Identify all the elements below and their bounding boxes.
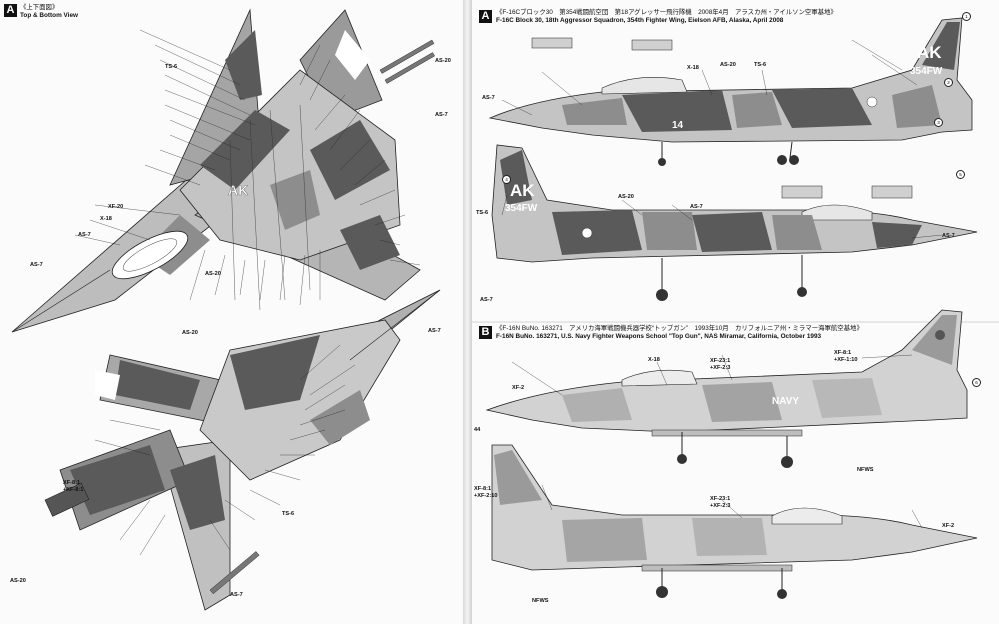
label-as20-bottom: AS-20: [182, 330, 198, 336]
caption-jp-top-bottom: 《上下面図》: [20, 4, 59, 11]
f16c-label-as7-right: AS-7: [690, 204, 703, 210]
f16n-left-profile: NAVY: [485, 309, 968, 468]
left-page-top-bottom-view: A 《上下面図》 Top & Bottom View AK: [0, 0, 463, 624]
f16c-side-number: 14: [672, 120, 684, 131]
section-badge-a-left: A: [4, 4, 17, 17]
caption-en-top-bottom: Top & Bottom View: [20, 12, 78, 19]
f16c-label-as7-nose: AS-7: [482, 95, 495, 101]
callout-marker: 4: [502, 175, 511, 184]
caption-en-section-a: F-16C Block 30, 18th Aggressor Squadron,…: [496, 17, 784, 24]
label-as20-tail: AS-20: [10, 578, 26, 584]
f16n-label-xf2: XF-2: [512, 385, 525, 391]
label-as7-bottom-nose: AS-7: [428, 328, 441, 334]
f16c-right-tail-wing: 354FW: [505, 203, 538, 214]
f16n-label-xf2-right: XF-2: [942, 523, 955, 529]
caption-jp-section-a: 《F-16Cブロック30 第354戦闘航空団 第18アグレッサー飛行隊機 200…: [496, 9, 837, 16]
caption-jp-section-b: 《F-16N BuNo. 163271 アメリカ海軍戦闘機兵器学校“トップガン”…: [496, 325, 863, 332]
f16n-label-xf23: XF-23:1: [710, 358, 731, 364]
label-xf81: XF-8:1: [63, 480, 81, 486]
f16c-label-x18: X-18: [687, 65, 699, 71]
caption-en-section-b: F-16N BuNo. 163271, U.S. Navy Fighter We…: [496, 333, 822, 340]
f16n-right-profile: [491, 444, 978, 599]
side-views-drawing: AK 354FW 14 AK 354FW: [472, 17, 999, 599]
f16n-label-xf81-tail: XF-8:1: [474, 486, 492, 492]
top-view-aircraft: AK: [11, 8, 435, 333]
callout-marker: 3: [934, 118, 943, 127]
label-ts6-top: TS-6: [165, 64, 178, 70]
f16n-fuselage-text: NAVY: [772, 396, 799, 407]
f16c-label-as7-tail-right: AS-7: [480, 297, 493, 303]
label-ts6-bottom: TS-6: [282, 511, 295, 517]
section-badge-a: A: [479, 10, 492, 23]
f16n-tail-text-right: NFWS: [532, 598, 549, 604]
f16c-label-as20: AS-20: [720, 62, 736, 68]
label-as7-nose: AS-7: [78, 232, 91, 238]
label-as7-wingtip: AS-7: [230, 592, 243, 598]
top-view-leader-lines: [74, 29, 421, 306]
f16c-label-ts6: TS-6: [754, 62, 767, 68]
f16n-label-xf81d-tail: +XF-2:10: [474, 493, 498, 499]
f16n-label-xf23-right: XF-23:1: [710, 496, 731, 502]
f16n-label-44: 44: [474, 427, 481, 433]
right-page-side-views: A 《F-16Cブロック30 第354戦闘航空団 第18アグレッサー飛行隊機 2…: [472, 0, 999, 624]
bottom-view-leader-lines: [94, 344, 356, 556]
top-view-tail-code: AK: [228, 182, 248, 198]
f16c-label-as20-right: AS-20: [618, 194, 634, 200]
callout-marker: 1: [962, 12, 971, 21]
label-as20-mid: AS-20: [205, 271, 221, 277]
top-bottom-view-drawing: AK: [11, 8, 441, 611]
label-as7-top-right: AS-7: [435, 112, 448, 118]
f16c-label-ts6-tail: TS-6: [476, 210, 489, 216]
f16c-tail-wing: 354FW: [910, 66, 943, 77]
side-view-leader-lines: [501, 39, 943, 529]
callout-marker: 6: [972, 378, 981, 387]
callout-marker: 2: [944, 78, 953, 87]
label-xf83: +XF-8:1: [63, 487, 84, 493]
f16n-label-xf81b: +XF-1:10: [834, 357, 858, 363]
f16n-tail-text: NFWS: [857, 467, 874, 473]
section-badge-b: B: [479, 326, 492, 339]
label-as20-top-right: AS-20: [435, 58, 451, 64]
f16c-label-as7-nose-right: AS-7: [942, 233, 955, 239]
f16c-right-profile: AK 354FW: [491, 144, 978, 301]
f16n-label-xf23d-right: +XF-2:3: [710, 503, 731, 509]
label-as7-nose-tip: AS-7: [30, 262, 43, 268]
label-xf20: XF-20: [108, 204, 124, 210]
callout-marker: 5: [956, 170, 965, 179]
f16c-left-profile: AK 354FW 14: [488, 17, 973, 166]
f16c-right-tail-code: AK: [510, 181, 535, 200]
bottom-view-aircraft: [44, 289, 441, 611]
f16n-label-xf23b: +XF-2:3: [710, 365, 731, 371]
f16n-label-x18: X-18: [648, 357, 660, 363]
f16c-tail-code: AK: [917, 43, 942, 62]
f16n-label-xf81: XF-8:1: [834, 350, 852, 356]
label-x18: X-18: [100, 216, 112, 222]
book-gutter: [463, 0, 472, 624]
